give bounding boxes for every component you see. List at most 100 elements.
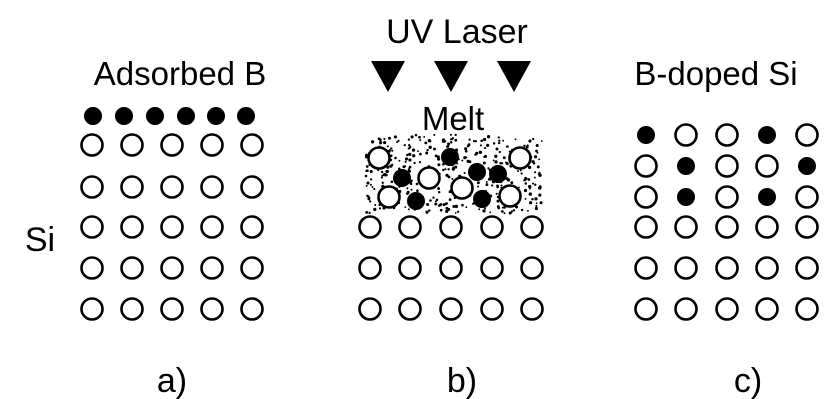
melt-dot xyxy=(531,197,534,201)
melt-dot xyxy=(534,206,538,211)
melt-dot xyxy=(482,161,486,165)
melt-dot xyxy=(502,139,505,142)
melt-dot xyxy=(379,141,383,145)
uv-laser-label: UV Laser xyxy=(386,13,528,51)
silicon-atom-icon xyxy=(520,256,544,280)
melt-dot xyxy=(433,147,436,151)
melt-dot xyxy=(478,208,481,211)
melt-dot xyxy=(424,141,428,145)
melt-dot xyxy=(538,193,542,197)
panel-caption-c: c) xyxy=(734,362,762,399)
melt-dot xyxy=(437,157,441,161)
silicon-atom-icon xyxy=(520,297,544,321)
boron-atom-icon xyxy=(798,157,816,175)
melt-dot xyxy=(364,174,368,178)
melt-dot xyxy=(494,154,498,158)
panel-caption-a: a) xyxy=(157,362,187,399)
melt-dot xyxy=(499,162,502,165)
melt-dot xyxy=(433,133,436,136)
melt-dot xyxy=(519,169,522,172)
silicon-atom-icon xyxy=(240,175,264,199)
melt-dot xyxy=(454,138,458,142)
melt-dot xyxy=(473,139,476,143)
silicon-atom-icon xyxy=(398,256,422,280)
melt-dot xyxy=(374,204,377,206)
melt-dot xyxy=(437,190,441,194)
melt-dot xyxy=(535,143,539,148)
boron-atom-icon xyxy=(637,126,655,144)
melt-dot xyxy=(454,204,459,209)
melt-dot xyxy=(381,174,384,177)
si-label: Si xyxy=(25,221,55,259)
melt-dot xyxy=(523,144,526,148)
melt-dot xyxy=(456,210,460,213)
melt-dot xyxy=(437,163,441,167)
melt-dot xyxy=(365,184,368,187)
melt-dot xyxy=(408,143,411,147)
melt-dot xyxy=(503,212,506,215)
boron-atom-icon xyxy=(393,169,411,187)
melt-dot xyxy=(446,202,448,205)
melt-dot xyxy=(524,182,528,185)
melt-dot xyxy=(534,183,537,186)
melt-dot xyxy=(486,143,490,147)
melt-dot xyxy=(531,160,535,164)
melt-dot xyxy=(393,135,397,139)
melt-dot xyxy=(428,145,432,149)
melt-dot xyxy=(477,185,480,188)
boron-atom-icon xyxy=(758,188,776,206)
melt-dot xyxy=(540,140,543,142)
melt-dot xyxy=(423,135,426,138)
adsorbed-b-label: Adsorbed B xyxy=(94,55,266,92)
melt-dot xyxy=(365,165,369,168)
melt-dot xyxy=(534,197,538,201)
melt-dot xyxy=(452,168,455,171)
silicon-atom-icon xyxy=(417,166,441,190)
melt-dot xyxy=(381,181,384,184)
melt-dot xyxy=(539,201,543,205)
melt-dot xyxy=(498,139,501,143)
melt-dot xyxy=(538,186,541,190)
silicon-atom-icon xyxy=(755,297,779,321)
silicon-atom-icon xyxy=(508,146,532,170)
melt-dot xyxy=(386,145,389,148)
silicon-atom-icon xyxy=(200,215,224,239)
melt-dot xyxy=(406,187,409,190)
silicon-atom-icon xyxy=(498,184,522,208)
melt-dot xyxy=(447,208,450,212)
melt-dot xyxy=(408,152,412,157)
silicon-atom-icon xyxy=(120,297,144,321)
silicon-atom-icon xyxy=(795,297,819,321)
melt-dot xyxy=(412,154,416,158)
melt-dot xyxy=(535,149,538,153)
silicon-atom-icon xyxy=(450,176,474,200)
melt-dot xyxy=(536,165,540,169)
melt-dot xyxy=(406,153,409,157)
melt-dot xyxy=(506,145,509,148)
melt-dot xyxy=(492,159,495,162)
melt-dot xyxy=(397,139,400,142)
melt-dot xyxy=(419,139,422,142)
melt-dot xyxy=(410,179,413,182)
melt-dot xyxy=(411,148,416,152)
melt-dot xyxy=(480,139,484,142)
melt-dot xyxy=(373,187,376,191)
melt-dot xyxy=(429,199,432,202)
melt-dot xyxy=(447,175,451,179)
boron-atom-icon xyxy=(115,107,133,125)
melt-dot xyxy=(479,144,482,147)
silicon-atom-icon xyxy=(240,256,264,280)
melt-dot xyxy=(461,203,464,207)
silicon-atom-icon xyxy=(120,215,144,239)
melt-dot xyxy=(434,154,438,158)
silicon-atom-icon xyxy=(755,154,779,178)
silicon-atom-icon xyxy=(398,297,422,321)
melt-dot xyxy=(415,182,419,186)
melt-dot xyxy=(444,168,447,171)
melt-dot xyxy=(367,197,371,201)
silicon-atom-icon xyxy=(80,133,104,157)
melt-dot xyxy=(461,159,464,162)
melt-dot xyxy=(463,171,466,175)
melt-dot xyxy=(476,181,480,185)
